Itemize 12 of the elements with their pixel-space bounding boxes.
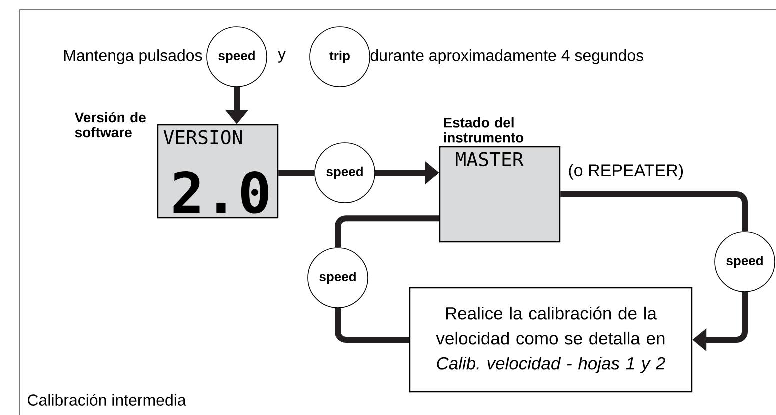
instruction-text: y <box>278 51 286 63</box>
display-text: MASTER <box>456 152 524 167</box>
lcd-display <box>439 146 561 243</box>
instruction-box: Realice la calibración de la velocidad como se detalla en Calib. velocidad - hojas 1 y 2 <box>409 287 693 393</box>
lcd-display <box>157 124 279 219</box>
display-text: VERSION <box>164 130 242 145</box>
instruction-text: Calibración intermedia <box>28 394 186 406</box>
display-digits: 2.0 <box>174 171 268 214</box>
instruction-text: Mantenga pulsados <box>64 50 202 64</box>
display-heading: Versión de software <box>74 112 146 138</box>
note-text: (o REPEATER) <box>569 164 684 180</box>
display-heading: Estado del instrumento <box>444 118 524 143</box>
